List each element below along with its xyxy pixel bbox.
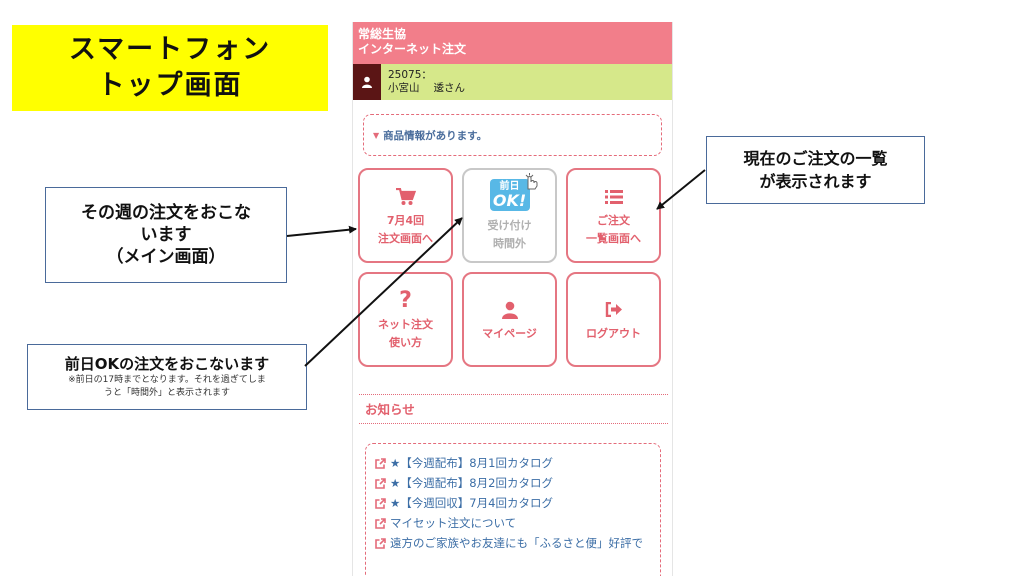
news-item[interactable]: 遠方のご家族やお友達にも「ふるさと便」好評で [375, 533, 660, 553]
news-item[interactable]: マイセット注文について [375, 513, 660, 533]
callout-left-line2: います [140, 225, 192, 245]
title-callout: スマートフォン トップ画面 [12, 25, 328, 111]
previous-day-ok-badge: 前日 OK! [489, 172, 537, 211]
logout-button[interactable]: ログアウト [566, 272, 661, 367]
order-list-button[interactable]: ご注文 一覧画面へ [566, 168, 661, 263]
previous-day-ok-button[interactable]: 前日 OK! 受け付け 時間外 [462, 168, 557, 263]
badge-top: 前日 [499, 180, 520, 192]
tile4-line1: ネット注文 [378, 317, 433, 331]
news-item-text: 遠方のご家族やお友達にも「ふるさと便」好評で [390, 536, 643, 550]
callout-bottom-main: 前日OKの注文をおこないます [64, 355, 270, 373]
title-line2: トップ画面 [97, 70, 243, 101]
app-header-line2: インターネット注文 [358, 42, 467, 56]
callout-left-line3: （メイン画面） [106, 247, 226, 267]
user-icon [501, 297, 518, 323]
weekly-order-button[interactable]: 7月4回 注文画面へ [358, 168, 453, 263]
external-link-icon [375, 457, 386, 469]
my-page-button[interactable]: マイページ [462, 272, 557, 367]
logout-icon [605, 297, 623, 323]
how-to-use-button[interactable]: ? ネット注文 使い方 [358, 272, 453, 367]
news-heading: お知らせ [359, 394, 668, 424]
weekly-order-callout: その週の注文をおこな います （メイン画面） [45, 187, 287, 283]
user-bar: 25075： 小宮山 逶さん [353, 64, 672, 100]
tile1-line1: 7月4回 [386, 213, 425, 227]
callout-right-line2: が表示されます [759, 172, 872, 191]
tile4-line2: 使い方 [389, 335, 422, 349]
external-link-icon [375, 537, 386, 549]
news-item[interactable]: ★【今週配布】8月2回カタログ [375, 473, 660, 493]
user-given-name: 逶さん [433, 82, 466, 94]
tile3-line2: 一覧画面へ [586, 231, 641, 245]
tile3-line1: ご注文 [597, 213, 630, 227]
external-link-icon [375, 517, 386, 529]
notice-text: 商品情報があります。 [383, 129, 488, 142]
external-link-icon [375, 497, 386, 509]
badge-big: OK! [492, 190, 527, 210]
callout-bottom-note1: ※前日の17時までとなります。それを過ぎてしま [68, 375, 266, 385]
cart-icon [395, 184, 416, 210]
caret-down-icon: ▼ [373, 130, 380, 140]
external-link-icon [375, 477, 386, 489]
tile2-line1: 受け付け [487, 218, 532, 232]
news-item-text: ★【今週配布】8月1回カタログ [390, 456, 553, 470]
user-id: 25075： [388, 69, 432, 81]
news-item-text: マイセット注文について [390, 516, 517, 530]
tile1-line2: 注文画面へ [378, 231, 433, 245]
user-surname: 小宮山 [388, 82, 420, 94]
callout-bottom-note2: うと「時間外」と表示されます [103, 388, 230, 398]
menu-grid: 7月4回 注文画面へ 前日 OK! 受け付け 時間外 ご注文 一覧画面へ [358, 168, 668, 390]
user-avatar-icon [353, 64, 381, 100]
pointing-hand-icon [523, 172, 539, 196]
news-list: ★【今週配布】8月1回カタログ ★【今週配布】8月2回カタログ ★【今週回収】7… [365, 443, 661, 576]
news-item-text: ★【今週配布】8月2回カタログ [390, 476, 553, 490]
callout-right-line1: 現在のご注文の一覧 [743, 149, 888, 168]
callout-left-line1: その週の注文をおこな [81, 203, 251, 223]
app-header-line1: 常総生協 [358, 27, 407, 41]
question-icon: ? [399, 287, 412, 313]
news-item-text: ★【今週回収】7月4回カタログ [390, 496, 553, 510]
product-info-notice[interactable]: ▼ 商品情報があります。 [363, 114, 662, 156]
tile2-line2: 時間外 [493, 236, 526, 250]
title-line1: スマートフォン [68, 34, 272, 65]
tile5-line1: マイページ [482, 326, 537, 340]
order-list-callout: 現在のご注文の一覧 が表示されます [706, 136, 925, 204]
arrow-to-weekly-order [286, 225, 357, 237]
app-header: 常総生協 インターネット注文 [353, 22, 672, 64]
tile6-line1: ログアウト [586, 326, 641, 340]
previous-day-callout: 前日OKの注文をおこないます ※前日の17時までとなります。それを過ぎてしま う… [27, 344, 307, 410]
news-item[interactable]: ★【今週配布】8月1回カタログ [375, 453, 660, 473]
list-icon [604, 184, 623, 210]
phone-screen: 常総生協 インターネット注文 25075： 小宮山 逶さん ▼ 商品情報があります… [352, 22, 673, 576]
news-item[interactable]: ★【今週回収】7月4回カタログ [375, 493, 660, 513]
